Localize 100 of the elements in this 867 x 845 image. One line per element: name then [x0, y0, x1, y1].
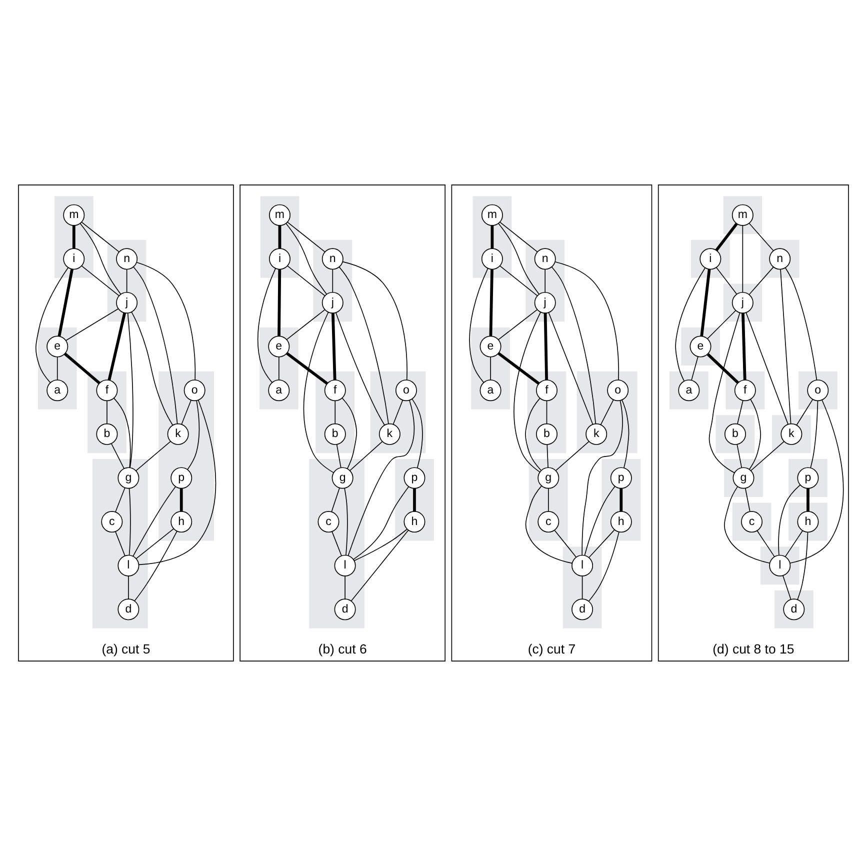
connector [546, 400, 548, 424]
node-circle: e [480, 335, 502, 357]
cluster [260, 196, 300, 278]
node-circle: k [167, 422, 189, 444]
cluster [526, 239, 565, 322]
node-circle: g [332, 466, 354, 488]
connector [354, 528, 408, 561]
node-circle: d [118, 598, 140, 620]
connector [584, 485, 616, 556]
connector [115, 486, 126, 512]
connector [287, 265, 326, 296]
connector [706, 352, 739, 384]
cluster [774, 590, 814, 628]
cluster [788, 502, 828, 540]
connector [342, 397, 357, 469]
connector [780, 268, 792, 424]
connector [716, 266, 738, 294]
connector [138, 399, 216, 565]
connector [744, 487, 750, 512]
connector [742, 312, 746, 380]
node-circle: p [404, 466, 426, 488]
connector [80, 222, 122, 294]
cluster [395, 458, 434, 540]
connector [500, 221, 538, 252]
connector [748, 266, 774, 294]
cluster [723, 283, 762, 322]
connector [128, 575, 129, 599]
node-circle: i [269, 248, 290, 270]
cluster [681, 327, 720, 366]
connector [187, 400, 200, 470]
connector [353, 486, 410, 560]
connector [126, 268, 128, 292]
node-circle: k [780, 422, 802, 444]
node-circle: m [63, 204, 85, 226]
connector [131, 311, 174, 426]
cluster [259, 327, 298, 409]
connector [756, 530, 775, 557]
node-circle: b [96, 422, 118, 444]
connector [620, 488, 623, 511]
connector [500, 265, 538, 296]
node-circle: k [378, 422, 400, 444]
connector [600, 399, 614, 425]
node-circle: i [63, 248, 85, 270]
connector [554, 260, 620, 380]
connector [588, 529, 615, 558]
connector [58, 268, 74, 336]
connector [278, 224, 282, 248]
node-circle: n [534, 248, 556, 270]
node-circle: i [700, 248, 722, 270]
connector [338, 266, 389, 424]
connector [64, 352, 100, 384]
connector [498, 352, 540, 384]
connector [413, 488, 416, 511]
connector [72, 224, 76, 248]
connector [782, 574, 792, 600]
connector [556, 440, 590, 470]
cluster [726, 370, 765, 409]
node-circle: d [783, 598, 805, 620]
node-circle: f [324, 379, 346, 401]
cluster [691, 239, 730, 278]
node-circle: o [184, 379, 206, 401]
node-circle: d [572, 598, 594, 620]
connector [181, 399, 192, 424]
node-circle: c [538, 510, 560, 532]
connector [582, 400, 623, 555]
node-circle: n [322, 248, 344, 270]
connector [737, 400, 744, 424]
connector [342, 260, 408, 380]
node-circle: g [538, 466, 560, 488]
connector [392, 399, 404, 424]
node-circle: f [536, 379, 558, 401]
connector [490, 356, 491, 380]
connector [136, 261, 196, 380]
cluster [472, 196, 512, 278]
connector [546, 444, 548, 468]
connector [749, 398, 762, 470]
cluster [313, 239, 352, 322]
node-circle: m [269, 204, 290, 226]
node-circle: l [572, 554, 594, 576]
node-circle: a [480, 379, 502, 401]
connector [715, 222, 738, 251]
connector [332, 530, 342, 556]
connector [128, 487, 131, 556]
node-circle: d [334, 598, 356, 620]
cluster [309, 458, 364, 628]
cluster [158, 370, 214, 540]
connector [469, 267, 488, 382]
cluster [788, 458, 828, 496]
connector [748, 222, 774, 250]
connector [132, 486, 176, 556]
node-circle: l [769, 554, 791, 576]
connector [81, 221, 120, 252]
connector [331, 312, 336, 380]
node-circle: a [46, 379, 68, 401]
connector [350, 440, 383, 470]
node-circle: e [268, 335, 290, 357]
connector [350, 529, 409, 601]
node-circle: e [46, 335, 68, 357]
node-circle: c [318, 510, 340, 532]
connector [36, 266, 69, 382]
